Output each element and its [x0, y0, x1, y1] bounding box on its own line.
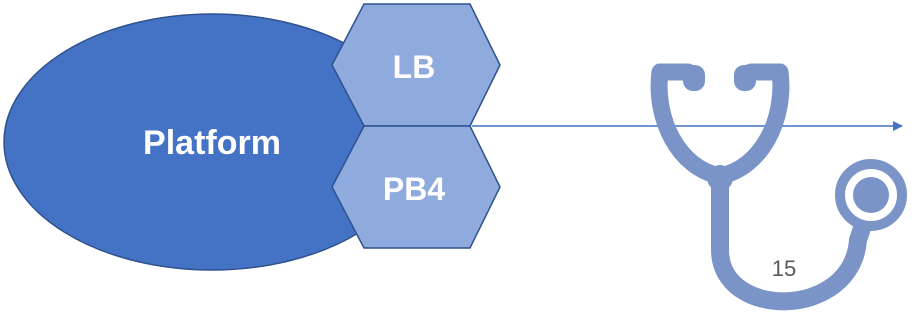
- hexagon-pb4: PB4: [331, 125, 501, 249]
- platform-node: Platform: [3, 13, 421, 271]
- hexagon-lb: LB: [331, 3, 501, 127]
- hexagon-lb-label: LB: [393, 49, 436, 85]
- platform-label: Platform: [143, 124, 281, 162]
- stethoscope-icon: [650, 63, 907, 311]
- page-number: 15: [772, 256, 796, 281]
- hexagon-pb4-label: PB4: [383, 171, 445, 207]
- hexagon-pb4-shape: [331, 125, 501, 249]
